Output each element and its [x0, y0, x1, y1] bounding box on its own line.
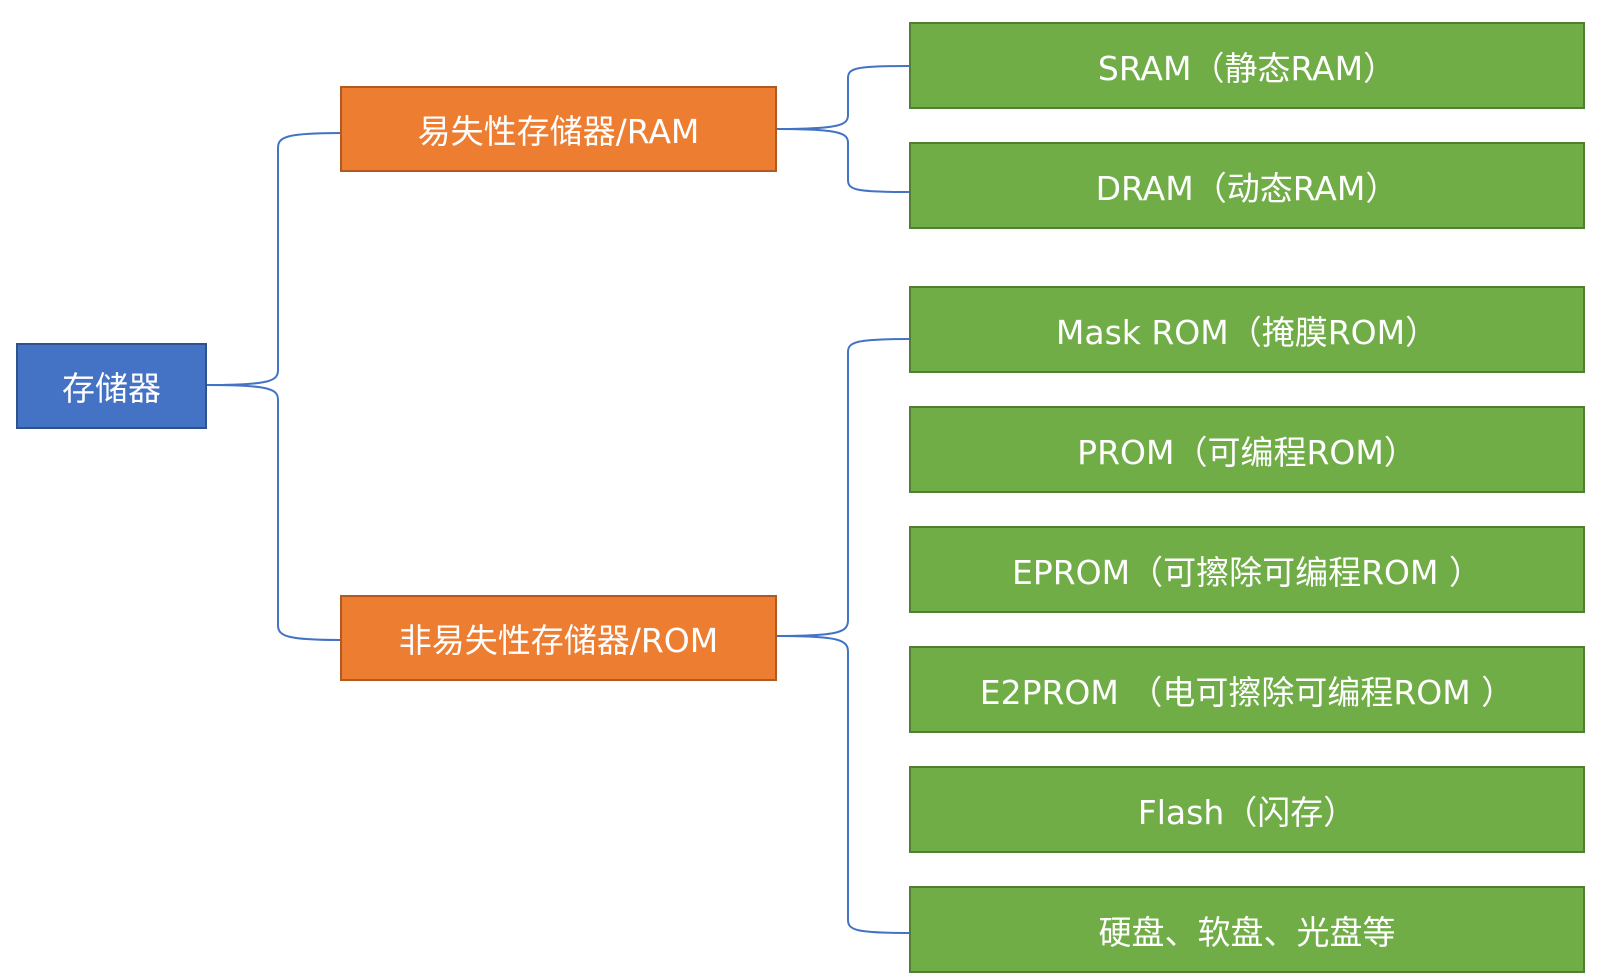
leaf-node-label: Mask ROM（掩膜ROM）: [1055, 312, 1439, 352]
leaf-node-label: SRAM（静态RAM）: [1097, 48, 1397, 88]
leaf-node-label: EPROM（可擦除可编程ROM ）: [1012, 552, 1482, 592]
leaf-node-label: 硬盘、软盘、光盘等: [1098, 912, 1396, 952]
leaf-node-label: Flash（闪存）: [1137, 792, 1357, 832]
branch-node-label: 非易失性存储器/ROM: [398, 621, 719, 660]
leaf-node-label: PROM（可编程ROM）: [1077, 432, 1417, 472]
connector-root-to-rom: [206, 384, 342, 641]
connector-rom-to-harddisk: [776, 635, 910, 934]
root-node-label: 存储器: [62, 369, 161, 408]
connector-rom-to-maskrom: [776, 338, 910, 637]
leaf-node-mask-rom: Mask ROM（掩膜ROM）: [909, 286, 1585, 373]
connector-root-to-ram: [206, 132, 342, 386]
root-node-storage: 存储器: [16, 343, 207, 429]
leaf-node-label: DRAM（动态RAM）: [1095, 168, 1399, 208]
leaf-node-prom: PROM（可编程ROM）: [909, 406, 1585, 493]
leaf-node-disk-storage: 硬盘、软盘、光盘等: [909, 886, 1585, 973]
branch-node-rom: 非易失性存储器/ROM: [340, 595, 777, 681]
branch-node-ram: 易失性存储器/RAM: [340, 86, 777, 172]
leaf-node-dram: DRAM（动态RAM）: [909, 142, 1585, 229]
leaf-node-sram: SRAM（静态RAM）: [909, 22, 1585, 109]
connector-ram-to-sram: [776, 65, 910, 130]
leaf-node-e2prom: E2PROM （电可擦除可编程ROM ）: [909, 646, 1585, 733]
branch-node-label: 易失性存储器/RAM: [417, 112, 700, 151]
connector-ram-to-dram: [776, 128, 910, 193]
leaf-node-flash: Flash（闪存）: [909, 766, 1585, 853]
leaf-node-label: E2PROM （电可擦除可编程ROM ）: [979, 672, 1515, 712]
leaf-node-eprom: EPROM（可擦除可编程ROM ）: [909, 526, 1585, 613]
